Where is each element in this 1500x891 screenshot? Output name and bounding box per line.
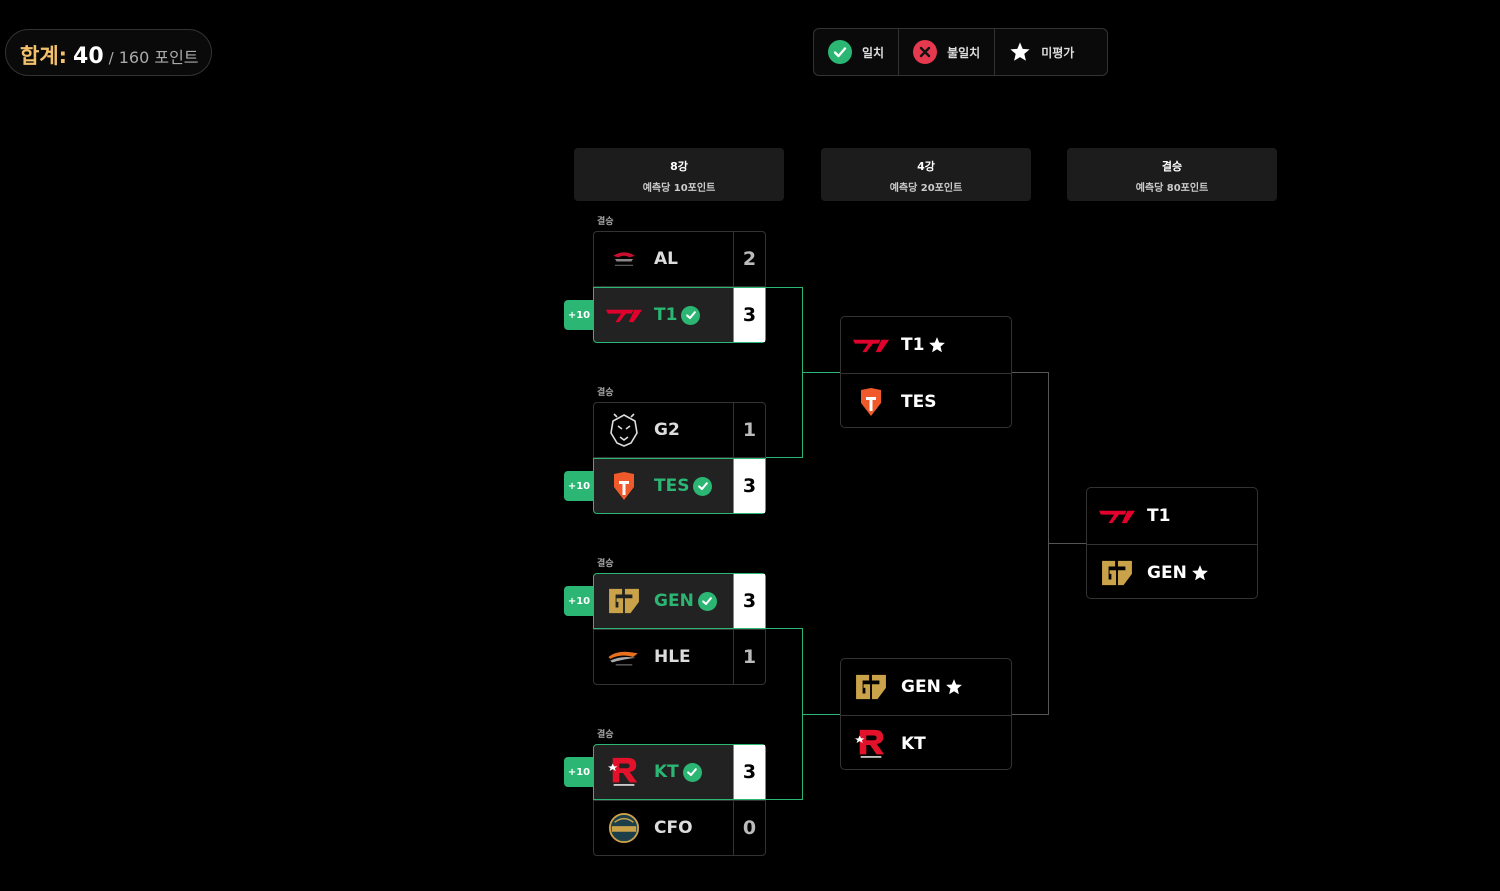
round-title: 결승 (1161, 160, 1183, 173)
team-score: 3 (733, 288, 765, 342)
total-max: 160 포인트 (118, 48, 199, 67)
total-score-pill: 합계: 40 / 160 포인트 (5, 29, 212, 76)
t1-logo-icon (841, 336, 901, 355)
team-row-g2[interactable]: G2 1 (593, 402, 766, 458)
team-score: 1 (733, 403, 765, 457)
legend-label-pending: 미평가 (1041, 45, 1075, 60)
round-points: 예측당 80포인트 (1135, 183, 1209, 194)
team-name: T1 (654, 305, 678, 325)
star-icon (945, 678, 963, 696)
legend-item-pending: 미평가 (994, 29, 1088, 75)
x-circle-icon (913, 40, 938, 64)
round-header-final: 결승 예측당 80포인트 (1067, 148, 1277, 201)
check-circle-icon (697, 591, 717, 611)
team-row-t1[interactable]: T1 (1087, 488, 1257, 544)
star-icon (1009, 41, 1031, 63)
quarterfinal-match-3: GEN 3 HLE 1 (593, 573, 766, 685)
team-row-gen[interactable]: GEN (841, 659, 1011, 715)
team-name: GEN (654, 591, 694, 611)
team-name: KT (654, 762, 679, 782)
points-badge: +10 (564, 586, 594, 616)
legend-item-match: 일치 (814, 29, 898, 75)
points-badge: +10 (564, 471, 594, 501)
round-points: 예측당 10포인트 (642, 183, 716, 194)
team-row-gen[interactable]: GEN 3 (593, 573, 766, 629)
total-label: 합계: (20, 44, 68, 68)
round-title: 8강 (670, 160, 688, 173)
check-circle-icon (828, 40, 852, 64)
total-separator: / (108, 49, 114, 67)
team-row-tes[interactable]: TES 3 (593, 458, 766, 514)
team-score: 1 (733, 630, 765, 684)
kt-logo-icon (841, 728, 901, 760)
team-name: GEN (901, 677, 941, 697)
team-row-cfo[interactable]: CFO 0 (593, 800, 766, 856)
team-name: TES (901, 391, 937, 412)
round-header-quarterfinals: 8강 예측당 10포인트 (574, 148, 784, 201)
team-row-al[interactable]: AL 2 (593, 231, 766, 287)
match-label: 결승 (597, 730, 614, 740)
legend: 일치 불일치 미평가 (813, 28, 1108, 76)
hle-logo-icon (594, 630, 654, 684)
team-row-gen[interactable]: GEN (1087, 544, 1257, 600)
team-score: 2 (733, 232, 765, 286)
legend-item-mismatch: 불일치 (898, 29, 994, 75)
team-name: TES (654, 476, 690, 496)
al-logo-icon (594, 232, 654, 286)
team-score: 3 (733, 574, 765, 628)
team-name: HLE (654, 647, 691, 667)
team-name: T1 (1147, 506, 1171, 526)
kt-logo-icon (594, 745, 654, 799)
semifinal-match-1: T1 TES (840, 316, 1012, 428)
gen-logo-icon (841, 673, 901, 701)
team-name: AL (654, 249, 678, 269)
team-name: GEN (1147, 562, 1187, 583)
points-badge: +10 (564, 300, 594, 330)
team-name: KT (901, 733, 926, 754)
team-row-t1[interactable]: T1 (841, 317, 1011, 373)
team-score: 0 (733, 801, 765, 855)
total-score: 40 (73, 44, 104, 69)
star-icon (1191, 564, 1209, 582)
points-badge: +10 (564, 757, 594, 787)
team-row-kt[interactable]: KT (841, 715, 1011, 771)
cfo-logo-icon (594, 801, 654, 855)
legend-label-mismatch: 불일치 (947, 45, 981, 60)
check-circle-icon (681, 305, 701, 325)
round-header-semifinals: 4강 예측당 20포인트 (821, 148, 1031, 201)
legend-label-match: 일치 (862, 45, 885, 60)
team-row-tes[interactable]: TES (841, 373, 1011, 429)
quarterfinal-match-4: KT 3 CFO 0 (593, 744, 766, 856)
team-row-t1[interactable]: T1 3 (593, 287, 766, 343)
semifinal-match-2: GEN KT (840, 658, 1012, 770)
gen-logo-icon (594, 574, 654, 628)
team-name: T1 (901, 335, 925, 355)
match-label: 결승 (597, 217, 614, 227)
tes-logo-icon (594, 459, 654, 513)
star-icon (928, 336, 946, 354)
match-label: 결승 (597, 388, 614, 398)
check-circle-icon (693, 476, 713, 496)
team-name: G2 (654, 420, 680, 440)
team-score: 3 (733, 459, 765, 513)
t1-logo-icon (1087, 507, 1147, 526)
match-label: 결승 (597, 559, 614, 569)
team-score: 3 (733, 745, 765, 799)
quarterfinal-match-2: G2 1 TES 3 (593, 402, 766, 514)
g2-logo-icon (594, 403, 654, 457)
check-circle-icon (682, 762, 702, 782)
round-title: 4강 (917, 160, 935, 173)
gen-logo-icon (1087, 559, 1147, 587)
team-row-kt[interactable]: KT 3 (593, 744, 766, 800)
quarterfinal-match-1: AL 2 T1 3 (593, 231, 766, 343)
team-name: CFO (654, 818, 693, 838)
t1-logo-icon (594, 288, 654, 342)
team-row-hle[interactable]: HLE 1 (593, 629, 766, 685)
tes-logo-icon (841, 387, 901, 417)
round-points: 예측당 20포인트 (889, 183, 963, 194)
final-match: T1 GEN (1086, 487, 1258, 599)
